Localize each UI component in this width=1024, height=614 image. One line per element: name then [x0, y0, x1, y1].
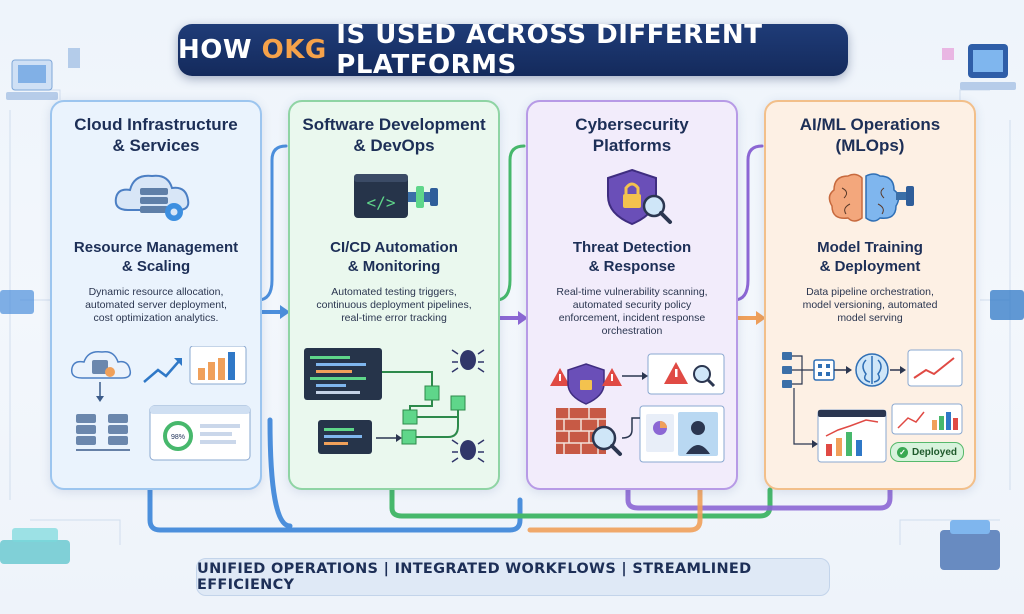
card-subtitle-line: & Monitoring [347, 258, 441, 275]
cloud-resources-illustration: 98% [70, 346, 251, 461]
card-description-line: continuous deployment pipelines, [316, 299, 472, 311]
card-title-line: & DevOps [353, 136, 435, 155]
ci-pipeline-illustration [304, 348, 485, 463]
card-subtitle: CI/CD Automation & Monitoring [290, 238, 498, 276]
card-subtitle-line: CI/CD Automation [330, 239, 458, 256]
card-subtitle: Resource Management & Scaling [52, 238, 260, 276]
card-description: Automated testing triggers, continuous d… [296, 286, 492, 325]
card-title: Software Development & DevOps [290, 114, 498, 156]
card-description-line: real-time error tracking [341, 312, 447, 324]
card-description-line: automated server deployment, [85, 299, 227, 311]
card-description: Real-time vulnerability scanning, automa… [534, 286, 730, 338]
card-ai-ml-operations: AI/ML Operations (MLOps) Model Training … [764, 100, 976, 490]
corner-decorations [0, 44, 1024, 570]
card-subtitle-line: & Deployment [819, 258, 921, 275]
card-title-line: Cybersecurity [575, 115, 689, 134]
card-subtitle-line: & Response [588, 258, 676, 275]
card-description-line: model serving [837, 312, 903, 324]
title-prefix: HOW [178, 35, 253, 65]
gauge-value: 98% [171, 434, 185, 441]
card-subtitle: Model Training & Deployment [766, 238, 974, 276]
shield-lock-magnifier-icon [607, 168, 672, 226]
card-subtitle-line: & Scaling [121, 258, 191, 275]
deployed-badge: ✓ Deployed [890, 442, 964, 462]
card-title-line: (MLOps) [835, 136, 905, 155]
card-description-line: orchestration [601, 325, 663, 337]
card-title-line: AI/ML Operations [799, 115, 941, 134]
card-subtitle-line: Model Training [817, 239, 923, 256]
card-title: Cloud Infrastructure & Services [52, 114, 260, 156]
card-subtitle-line: Resource Management [73, 239, 239, 256]
card-subtitle: Threat Detection & Response [528, 238, 736, 276]
card-cybersecurity: Cybersecurity Platforms Threat Detection… [526, 100, 738, 490]
card-description: Dynamic resource allocation, automated s… [58, 286, 254, 325]
page-title: HOW OKG IS USED ACROSS DIFFERENT PLATFOR… [178, 20, 848, 80]
card-description: Data pipeline orchestration, model versi… [772, 286, 968, 325]
bug-icon [451, 349, 485, 373]
threat-response-illustration [550, 353, 725, 463]
card-description-line: model versioning, automated [802, 299, 938, 311]
card-description-line: automated security policy [572, 299, 692, 311]
title-suffix: IS USED ACROSS DIFFERENT PLATFORMS [336, 20, 763, 80]
brain-pipeline-icon [828, 173, 914, 222]
deployed-label: Deployed [911, 446, 957, 458]
check-icon: ✓ [896, 446, 908, 458]
card-description-line: cost optimization analytics. [93, 312, 219, 324]
card-title: AI/ML Operations (MLOps) [766, 114, 974, 156]
card-title: Cybersecurity Platforms [528, 114, 736, 156]
card-description-line: Real-time vulnerability scanning, [556, 286, 708, 298]
card-description-line: Data pipeline orchestration, [806, 286, 934, 298]
model-deployment-illustration [782, 349, 963, 463]
code-window-pipe-icon: </> [354, 174, 438, 218]
card-title-line: Software Development [302, 115, 486, 134]
card-description-line: Dynamic resource allocation, [88, 286, 224, 298]
card-title-line: & Services [112, 136, 200, 155]
card-description-line: Automated testing triggers, [331, 286, 457, 298]
card-title-line: Cloud Infrastructure [74, 115, 238, 134]
card-software-development: Software Development & DevOps </> CI/CD … [288, 100, 500, 490]
svg-text:</>: </> [367, 193, 396, 212]
bug-icon [451, 439, 485, 463]
card-cloud-infrastructure: Cloud Infrastructure & Services Resource… [50, 100, 262, 490]
cloud-server-gear-icon [114, 174, 190, 221]
footer-tagline: UNIFIED OPERATIONS | INTEGRATED WORKFLOW… [196, 558, 830, 596]
title-accent: OKG [261, 35, 327, 65]
card-description-line: enforcement, incident response [558, 312, 706, 324]
card-title-line: Platforms [592, 136, 672, 155]
card-subtitle-line: Threat Detection [572, 239, 692, 256]
